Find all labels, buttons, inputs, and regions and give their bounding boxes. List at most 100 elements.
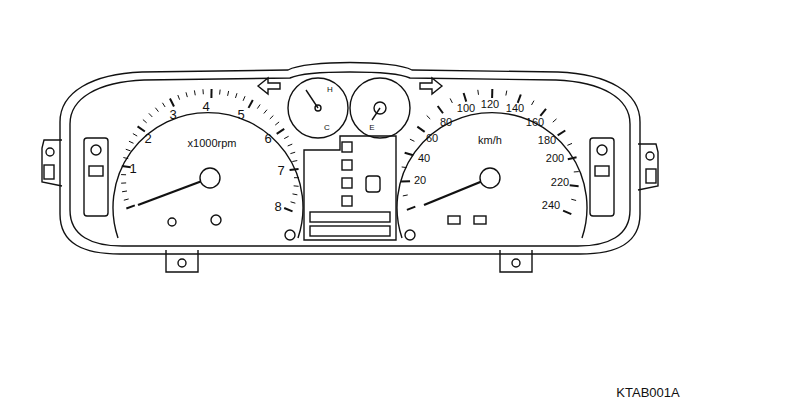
dial-tick <box>438 106 443 113</box>
dial-tick <box>401 180 410 182</box>
indicator-panel <box>304 136 396 240</box>
dial-number: 1 <box>129 162 136 175</box>
bezel-outline <box>70 72 630 246</box>
needle-hub <box>200 168 220 188</box>
gauge-hub <box>374 102 386 114</box>
dial-number: 40 <box>418 153 430 164</box>
dial-number: 160 <box>526 117 544 128</box>
dial-tick <box>162 103 165 107</box>
dial-tick <box>417 127 424 132</box>
warning-icon <box>474 216 486 224</box>
dial-number: 6 <box>264 132 271 145</box>
dial-tick <box>450 98 452 102</box>
turn-signal-arrow <box>420 78 442 94</box>
dial-number: 2 <box>144 132 151 145</box>
dial-tick <box>292 193 297 195</box>
dial-tick <box>407 207 415 210</box>
dial-number: 3 <box>169 108 176 121</box>
dial-tick <box>540 109 546 116</box>
dial-number: 180 <box>538 135 556 146</box>
dial-tick <box>170 99 174 107</box>
dial-tick <box>126 205 134 208</box>
dial-tick <box>558 131 566 136</box>
odometer-display <box>310 212 390 222</box>
dial-tick <box>402 166 407 168</box>
dial-tick <box>277 129 285 134</box>
dial-tick <box>291 202 296 203</box>
dial-tick <box>427 115 431 119</box>
dial-number: 80 <box>440 117 452 128</box>
dial-tick <box>290 168 299 171</box>
mount-hole <box>512 259 520 267</box>
dial-number: 100 <box>457 103 475 114</box>
dial-tick <box>532 101 534 105</box>
dial-tick <box>491 89 493 98</box>
dial-tick <box>284 136 288 138</box>
warning-icon <box>89 166 103 176</box>
reset-knob <box>285 230 295 240</box>
dial-number: 5 <box>237 108 244 121</box>
dial-tick <box>570 184 579 187</box>
warning-icon <box>597 145 607 155</box>
dial-tick <box>574 171 579 172</box>
dial-number: C <box>324 124 330 132</box>
dial-tick <box>553 119 557 122</box>
dial-tick <box>568 157 577 159</box>
dial-tick <box>138 126 145 131</box>
mount-hole <box>46 148 54 156</box>
dial-number: 200 <box>546 153 564 164</box>
warning-panel <box>590 138 614 216</box>
dial-tick <box>292 160 297 162</box>
temperature-gauge-ring <box>288 78 348 138</box>
warning-icon <box>448 216 460 224</box>
dial-tick <box>133 134 137 136</box>
indicator-lamp <box>342 142 352 152</box>
mount-hole <box>178 259 186 267</box>
dial-tick <box>294 185 299 186</box>
unit-label: km/h <box>478 135 502 146</box>
dial-tick <box>243 96 245 101</box>
dial-number: 60 <box>426 133 438 144</box>
indicator-lamp <box>342 196 352 206</box>
dial-tick <box>288 144 293 146</box>
dial-tick <box>129 141 134 143</box>
dial-tick <box>275 122 279 125</box>
fuel-gauge: E <box>350 78 410 138</box>
tachometer-dial <box>113 113 303 238</box>
dial-number: 4 <box>202 100 209 113</box>
dial-tick <box>121 182 126 183</box>
dial-tick <box>571 199 576 200</box>
tachometer-needle <box>138 178 210 205</box>
mount-tab <box>42 140 62 186</box>
dial-tick <box>126 149 131 151</box>
dial-tick <box>210 89 212 98</box>
dial-number: H <box>327 86 333 94</box>
dial-tick <box>284 208 292 211</box>
dial-tick <box>235 93 237 98</box>
mount-slot <box>646 169 656 183</box>
dial-tick <box>264 110 267 114</box>
housing-outline <box>60 63 640 255</box>
dial-tick <box>186 92 187 97</box>
dial-tick <box>155 108 158 112</box>
dial-tick <box>149 113 152 117</box>
dial-number: 140 <box>506 103 524 114</box>
dial-number: 120 <box>481 99 499 110</box>
dial-number: 7 <box>277 164 284 177</box>
dial-number: 240 <box>542 200 560 211</box>
dial-tick <box>290 152 295 153</box>
dial-tick <box>121 174 126 175</box>
mount-hole <box>646 152 654 160</box>
trip-display <box>310 226 390 236</box>
dial-tick <box>505 91 507 96</box>
warning-panel <box>84 138 108 216</box>
mount-slot <box>44 165 54 179</box>
dial-tick <box>464 93 467 102</box>
dial-tick <box>194 90 196 95</box>
turn-signal-arrow <box>258 78 280 94</box>
dial-tick <box>410 139 414 141</box>
fuel-gauge-ring <box>350 78 410 138</box>
speedometer-gauge: 20406080100120140160180200220240km/h <box>395 80 595 240</box>
